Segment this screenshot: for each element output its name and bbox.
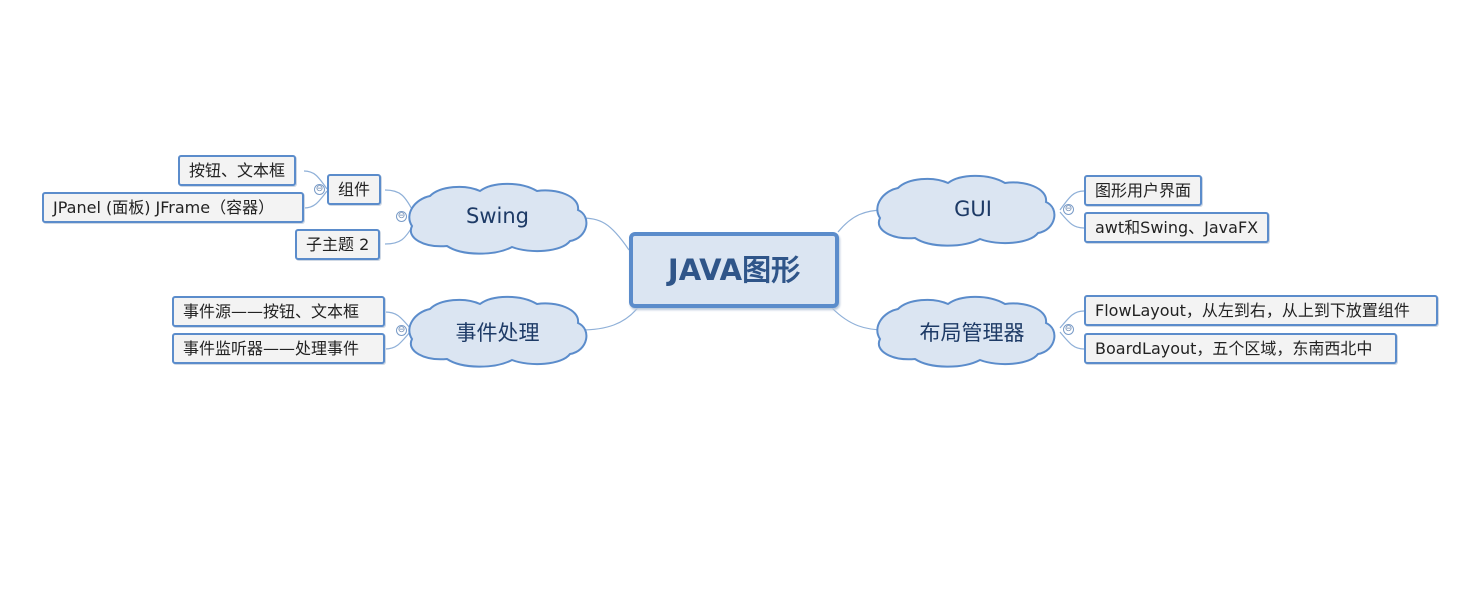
cloud-gui bbox=[876, 174, 1056, 247]
cloud-layout bbox=[876, 295, 1056, 368]
cloud-swing bbox=[408, 182, 588, 255]
subtopic-2[interactable]: 子主题 2 bbox=[295, 229, 381, 260]
subtopic-components[interactable]: 组件 bbox=[327, 174, 382, 205]
connector-root-events bbox=[579, 304, 641, 331]
connector-events-source bbox=[384, 311, 411, 329]
cloud-events bbox=[408, 295, 588, 368]
collapse-gui-icon[interactable]: ⊖ bbox=[1063, 204, 1074, 215]
root-topic[interactable]: JAVA图形 bbox=[629, 232, 839, 308]
topic-gui[interactable]: GUI bbox=[954, 197, 992, 221]
topic-layout[interactable]: 布局管理器 bbox=[919, 321, 1025, 345]
leaf-panel-frame[interactable]: JPanel (面板) JFrame（容器） bbox=[42, 192, 304, 223]
leaf-gui-awt[interactable]: awt和Swing、JavaFX bbox=[1084, 212, 1270, 243]
connector-events-listener bbox=[384, 331, 411, 350]
topic-swing[interactable]: Swing bbox=[466, 204, 529, 228]
leaf-boardlayout[interactable]: BoardLayout，五个区域，东南西北中 bbox=[1084, 333, 1397, 364]
collapse-components-icon[interactable]: ⊖ bbox=[314, 184, 325, 195]
leaf-gui-ui[interactable]: 图形用户界面 bbox=[1084, 175, 1203, 206]
connector-components-buttons bbox=[303, 170, 328, 190]
connector-layout-board bbox=[1059, 331, 1085, 350]
topic-events[interactable]: 事件处理 bbox=[455, 321, 540, 345]
connector-gui-ui bbox=[1059, 190, 1085, 211]
leaf-event-listener[interactable]: 事件监听器——处理事件 bbox=[172, 333, 385, 364]
connector-layout-flow bbox=[1059, 310, 1085, 329]
leaf-flowlayout[interactable]: FlowLayout，从左到右，从上到下放置组件 bbox=[1084, 295, 1438, 326]
leaf-buttons-textbox[interactable]: 按钮、文本框 bbox=[178, 155, 297, 186]
connector-gui-awt bbox=[1059, 211, 1085, 229]
leaf-event-source[interactable]: 事件源——按钮、文本框 bbox=[172, 296, 385, 327]
connector-components-panel bbox=[303, 190, 328, 209]
collapse-events-icon[interactable]: ⊖ bbox=[396, 325, 407, 336]
collapse-swing-icon[interactable]: ⊖ bbox=[396, 211, 407, 222]
collapse-layout-icon[interactable]: ⊖ bbox=[1063, 324, 1074, 335]
